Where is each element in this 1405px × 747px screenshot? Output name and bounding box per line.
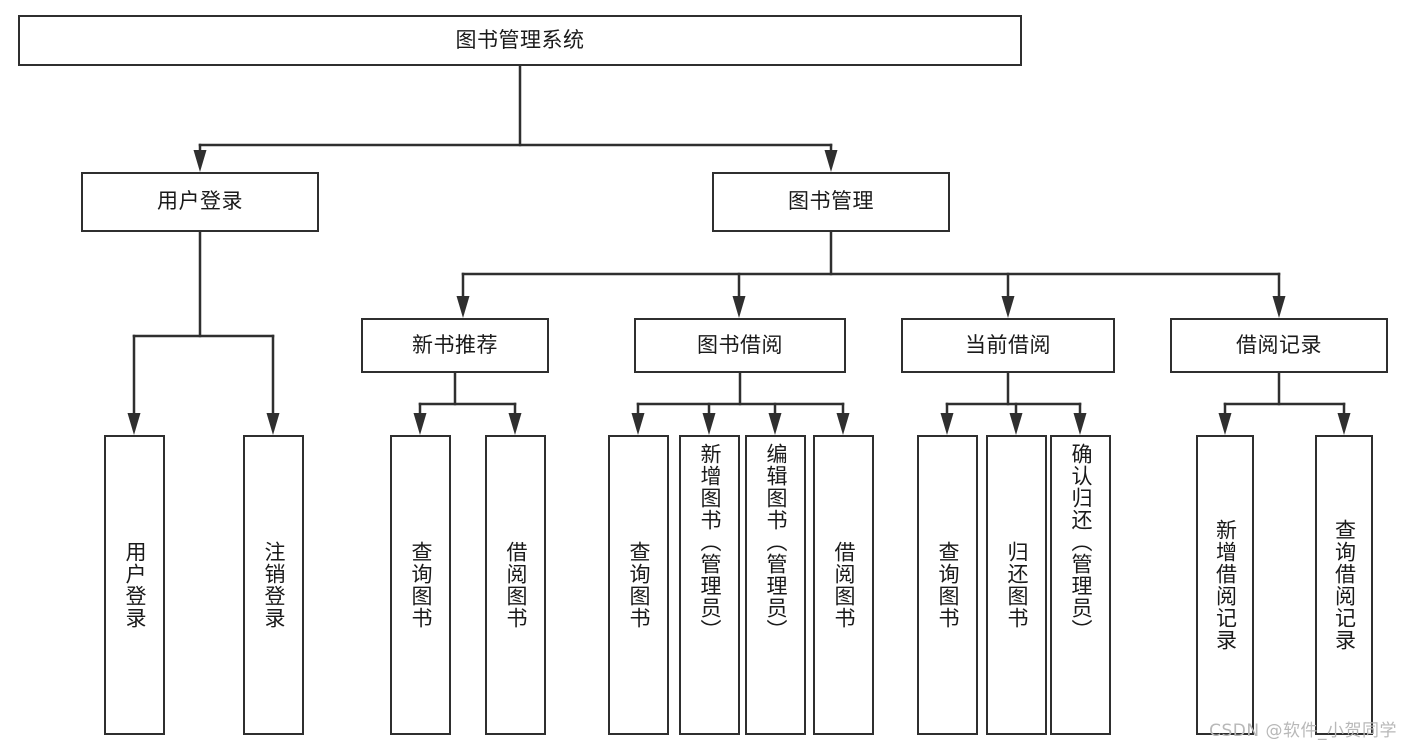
node-leaf-leaf-query-book-2[interactable]: 查询图书	[608, 435, 669, 735]
node-submodule-new-book-recommend[interactable]: 新书推荐	[361, 318, 549, 373]
node-label-leaf-return-book: 归还图书	[1004, 541, 1029, 629]
node-label-user-login: 用户登录	[157, 189, 243, 214]
node-leaf-leaf-borrow-book-1[interactable]: 借阅图书	[485, 435, 546, 735]
watermark-text: CSDN @软件_小贺同学	[1209, 721, 1397, 741]
node-root-label: 图书管理系统	[455, 27, 585, 52]
node-leaf-leaf-query-book-3[interactable]: 查询图书	[917, 435, 978, 735]
conn-book-manage-arrow-0	[456, 296, 470, 318]
node-label-leaf-user-logout: 注销登录	[261, 541, 286, 629]
node-leaf-leaf-user-login[interactable]: 用户登录	[104, 435, 165, 735]
node-submodule-book-borrow[interactable]: 图书借阅	[634, 318, 846, 373]
conn-root-arrow-0	[193, 150, 207, 172]
node-module-user-login[interactable]: 用户登录	[81, 172, 319, 232]
node-leaf-leaf-add-borrow-record[interactable]: 新增借阅记录	[1196, 435, 1254, 735]
conn-book-manage-arrow-2	[1001, 296, 1015, 318]
node-label-borrow-record: 借阅记录	[1236, 332, 1322, 357]
conn-book-borrow-arrow-1	[702, 413, 716, 435]
conn-new-book-recommend-arrow-1	[508, 413, 522, 435]
conn-book-borrow-arrow-3	[836, 413, 850, 435]
node-leaf-leaf-edit-book-admin[interactable]: 编辑图书（管理员）	[745, 435, 806, 735]
node-label-leaf-borrow-book-2: 借阅图书	[831, 541, 856, 629]
conn-book-manage-arrow-3	[1272, 296, 1286, 318]
node-label-leaf-query-book-2: 查询图书	[626, 541, 651, 629]
node-leaf-leaf-return-book[interactable]: 归还图书	[986, 435, 1047, 735]
conn-new-book-recommend-arrow-0	[413, 413, 427, 435]
conn-book-borrow-arrow-0	[631, 413, 645, 435]
node-module-book-manage[interactable]: 图书管理	[712, 172, 950, 232]
conn-user-login-arrow-1	[266, 413, 280, 435]
node-label-leaf-user-login: 用户登录	[122, 541, 147, 629]
node-label-new-book-recommend: 新书推荐	[412, 332, 498, 357]
node-label-leaf-query-book-3: 查询图书	[935, 541, 960, 629]
node-label-leaf-borrow-book-1: 借阅图书	[503, 541, 528, 629]
node-label-leaf-add-book-admin: 新增图书（管理员）	[697, 443, 722, 641]
node-label-leaf-query-borrow-record: 查询借阅记录	[1332, 519, 1357, 651]
conn-borrow-record-arrow-1	[1337, 413, 1351, 435]
conn-book-manage-arrow-1	[732, 296, 746, 318]
conn-root-arrow-1	[824, 150, 838, 172]
node-leaf-leaf-query-book-1[interactable]: 查询图书	[390, 435, 451, 735]
conn-current-borrow-arrow-0	[940, 413, 954, 435]
node-root-system[interactable]: 图书管理系统	[18, 15, 1022, 66]
node-leaf-leaf-query-borrow-record[interactable]: 查询借阅记录	[1315, 435, 1373, 735]
node-label-current-borrow: 当前借阅	[965, 332, 1051, 357]
node-label-leaf-confirm-return-admin: 确认归还（管理员）	[1068, 443, 1093, 641]
node-label-book-borrow: 图书借阅	[697, 332, 783, 357]
node-label-book-manage: 图书管理	[788, 189, 874, 214]
node-submodule-current-borrow[interactable]: 当前借阅	[901, 318, 1115, 373]
conn-current-borrow-arrow-1	[1009, 413, 1023, 435]
conn-book-borrow-arrow-2	[768, 413, 782, 435]
node-label-leaf-edit-book-admin: 编辑图书（管理员）	[763, 443, 788, 641]
node-leaf-leaf-user-logout[interactable]: 注销登录	[243, 435, 304, 735]
conn-borrow-record-arrow-0	[1218, 413, 1232, 435]
node-label-leaf-add-borrow-record: 新增借阅记录	[1213, 519, 1238, 651]
node-label-leaf-query-book-1: 查询图书	[408, 541, 433, 629]
conn-current-borrow-arrow-2	[1073, 413, 1087, 435]
node-leaf-leaf-borrow-book-2[interactable]: 借阅图书	[813, 435, 874, 735]
conn-user-login-arrow-0	[127, 413, 141, 435]
node-leaf-leaf-confirm-return-admin[interactable]: 确认归还（管理员）	[1050, 435, 1111, 735]
node-leaf-leaf-add-book-admin[interactable]: 新增图书（管理员）	[679, 435, 740, 735]
node-submodule-borrow-record[interactable]: 借阅记录	[1170, 318, 1388, 373]
